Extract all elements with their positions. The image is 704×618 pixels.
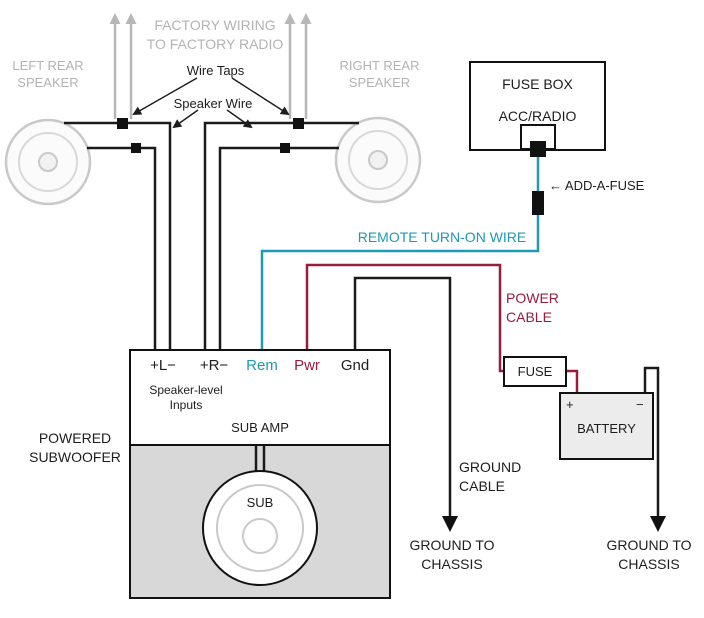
powered-subwoofer-label: POWERED SUBWOOFER [29,430,121,465]
add-a-fuse-shape [532,191,544,215]
factory-wiring-label: FACTORY WIRING TO FACTORY RADIO [146,17,284,52]
factory-wiring-arrows-icon [109,13,312,119]
ground-to-chassis-right-label: GROUND TO CHASSIS [606,537,692,572]
power-cable-wire [305,263,579,394]
fuse-label: FUSE [517,364,553,379]
terminal-right-input-label: +R− [199,357,229,374]
speaker-wires [64,121,359,350]
left-rear-speaker-icon [4,118,92,206]
sub-amp-label: SUB AMP [231,420,289,435]
wire-taps-label: Wire Taps [186,63,245,78]
fuse-box-shape [469,61,606,157]
remote-turn-on-label: REMOTE TURN-ON WIRE [357,229,527,245]
wire-tap-squares [117,118,304,153]
terminal-remote-label: Rem [246,357,278,374]
left-rear-speaker-label: LEFT REAR SPEAKER [12,58,84,90]
right-rear-speaker-icon [334,116,422,204]
battery-plus-label: + [566,397,574,412]
fuse-box-label: FUSE BOX [502,76,573,92]
ground-cable-label: GROUND CABLE [459,459,522,494]
battery-minus-label: − [636,397,644,412]
ground-cable-wire [353,276,458,532]
add-a-fuse-label: ← ADD-A-FUSE [549,178,645,193]
right-rear-speaker-label: RIGHT REAR SPEAKER [339,58,420,90]
terminal-left-input-label: +L− [150,357,176,374]
speaker-wire-label: Speaker Wire [173,96,253,111]
battery-shape [559,392,654,460]
battery-ground-wire [643,366,666,532]
acc-radio-label: ACC/RADIO [498,108,577,124]
subwoofer-cone-icon [202,470,318,586]
sub-label: SUB [246,495,274,510]
terminal-power-label: Pwr [294,357,320,374]
annotation-arrows [132,77,290,129]
inline-fuse-shape [503,356,567,387]
power-cable-label: POWER CABLE [506,290,559,325]
battery-label: BATTERY [577,421,636,436]
terminal-ground-label: Gnd [340,357,370,374]
ground-to-chassis-left-label: GROUND TO CHASSIS [409,537,495,572]
speaker-level-inputs-label: Speaker-level Inputs [149,383,223,412]
